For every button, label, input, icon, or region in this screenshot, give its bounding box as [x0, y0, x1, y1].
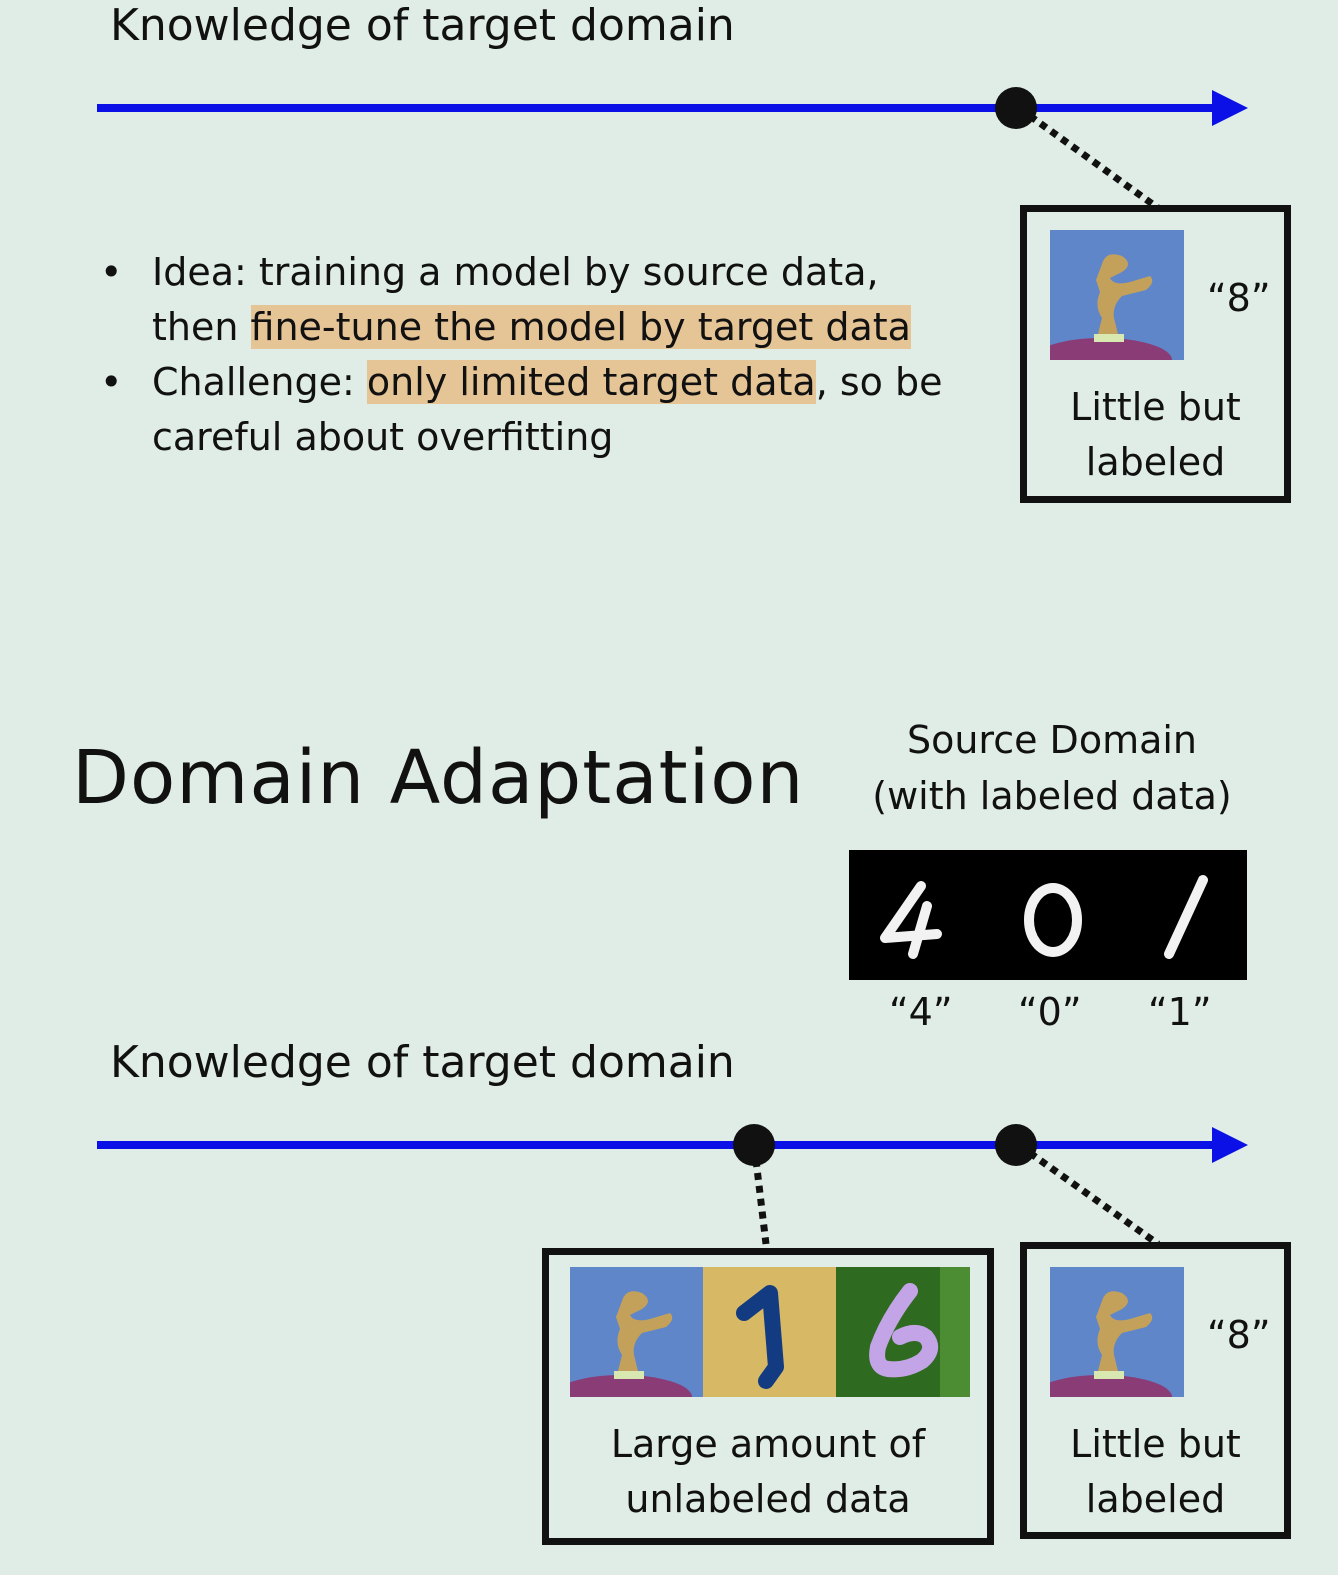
target-point-top [995, 87, 1037, 129]
bullet-idea: •Idea: training a model by source data, [100, 250, 879, 294]
knowledge-axis-bottom [97, 1124, 1248, 1247]
svhn-digit-1-image [703, 1267, 837, 1397]
unlabeled-box: Large amount of unlabeled data [542, 1248, 994, 1545]
target-box-bottom: “8” Little but labeled [1020, 1242, 1291, 1539]
unlabeled-samples-image [570, 1267, 970, 1397]
bullet-challenge-cont: careful about overfitting [152, 415, 614, 459]
svhn-digit-8-image [570, 1267, 704, 1397]
target-box-top: “8” Little but labeled [1020, 205, 1291, 503]
axis-title-top: Knowledge of target domain [110, 0, 735, 51]
knowledge-axis-top [97, 87, 1248, 211]
source-label-0: “0” [1018, 990, 1082, 1034]
target-point-bottom [995, 1124, 1037, 1166]
target-label-top: Little but labeled [1070, 385, 1241, 484]
highlight-fine-tune: fine-tune the model by target data [250, 305, 911, 349]
source-label-4: “4” [889, 990, 953, 1034]
source-label-1: “1” [1148, 990, 1212, 1034]
source-domain-title: Source Domain (with labeled data) [872, 718, 1232, 818]
digit-label-8-bottom: “8” [1207, 1313, 1271, 1357]
target-label-bottom: Little but labeled [1070, 1422, 1241, 1521]
svhn-digit-6-image [836, 1267, 970, 1397]
mnist-digits-image [849, 850, 1247, 980]
bullet-list: •Idea: training a model by source data, … [100, 245, 960, 465]
svhn-digit-8-image [1050, 1267, 1184, 1397]
unlabeled-label: Large amount of unlabeled data [610, 1422, 926, 1521]
bullet-challenge: •Challenge: only limited target data, so… [100, 360, 943, 404]
page-title: Domain Adaptation [72, 735, 805, 821]
highlight-limited-data: only limited target data [366, 360, 816, 404]
digit-label-8-top: “8” [1207, 276, 1271, 320]
unlabeled-point [733, 1124, 775, 1166]
axis-title-bottom: Knowledge of target domain [110, 1037, 735, 1088]
svhn-digit-8-image [1050, 230, 1184, 360]
bullet-idea-cont: then fine-tune the model by target data [152, 305, 911, 349]
